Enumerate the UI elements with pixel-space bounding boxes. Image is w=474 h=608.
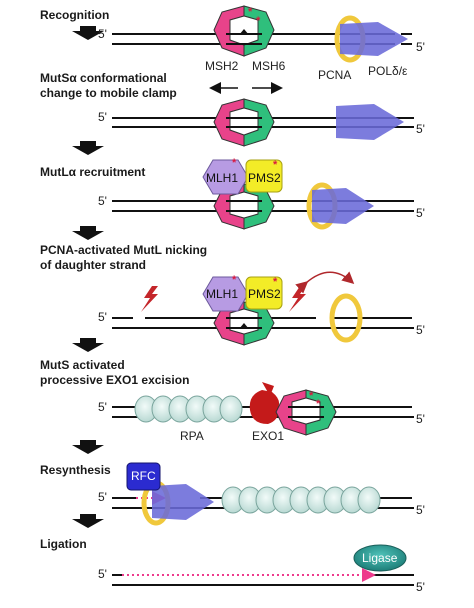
strand-label-5prime: 5': [416, 206, 425, 220]
step-title-resynthesis: Resynthesis: [40, 463, 111, 477]
down-arrow-icon: [72, 226, 104, 240]
step-title-conformational-2: change to mobile clamp: [40, 86, 177, 100]
lightning-icon: [141, 286, 158, 312]
label-ligase: Ligase: [362, 551, 398, 565]
step-title-mutl-recruitment: MutLα recruitment: [40, 165, 145, 179]
strand-label-5prime: 5': [98, 194, 107, 208]
down-arrow-icon: [72, 338, 104, 352]
polymerase-shape: [340, 22, 408, 56]
strand-label-5prime: 5': [98, 490, 107, 504]
asterisk-mark-icon: *: [273, 276, 278, 288]
msh2-msh6-clamp: [213, 98, 275, 147]
ligase-shape: [353, 544, 407, 572]
down-arrow-icon: [72, 141, 104, 155]
dna-duplex-7: [112, 574, 414, 586]
down-arrow-icon: [72, 26, 104, 40]
label-pms2: PMS2: [248, 287, 281, 301]
mlh1-shape: [202, 276, 249, 312]
asterisk-mark-icon: *: [316, 398, 321, 410]
polymerase-shape: [152, 484, 214, 520]
label-rpa: RPA: [180, 429, 204, 443]
asterisk-mark-icon: *: [232, 157, 237, 169]
step-title-exo1-1: MutS activated: [40, 358, 125, 372]
msh2-msh6-clamp: [213, 183, 275, 230]
strand-label-5prime: 5': [98, 27, 107, 41]
polymerase-shape: [336, 104, 404, 140]
label-msh6: MSH6: [252, 59, 286, 73]
pms2-shape: [245, 276, 283, 310]
step-title-exo1-2: processive EXO1 excision: [40, 373, 189, 387]
msh2-msh6-clamp: [213, 5, 275, 57]
down-arrow-icon: [72, 514, 104, 528]
strand-label-5prime: 5': [98, 567, 107, 581]
msh2-msh6-clamp: [275, 389, 337, 436]
mlh1-shape: [202, 159, 249, 195]
strand-label-5prime: 5': [416, 323, 425, 337]
step-title-conformational-1: MutSα conformational: [40, 71, 167, 85]
label-pol: POLδ/ε: [368, 64, 408, 78]
strand-label-5prime: 5': [416, 40, 425, 54]
strand-label-5prime: 5': [98, 310, 107, 324]
step-title-nicking-1: PCNA-activated MutL nicking: [40, 243, 207, 257]
strand-label-5prime: 5': [416, 580, 425, 594]
rpa-chain: [221, 486, 381, 514]
label-pcna: PCNA: [318, 68, 351, 82]
rpa-chain: [134, 395, 243, 423]
asterisk-mark-icon: *: [232, 274, 237, 286]
pcna-ring: [329, 293, 363, 343]
curved-arrow-icon: [295, 271, 355, 294]
rfc-shape: [126, 462, 161, 491]
label-exo1: EXO1: [252, 429, 284, 443]
label-mlh1: MLH1: [206, 287, 238, 301]
label-rfc: RFC: [131, 469, 156, 483]
label-mlh1: MLH1: [206, 171, 238, 185]
asterisk-mark-icon: *: [248, 6, 253, 18]
strand-label-5prime: 5': [98, 110, 107, 124]
step-title-nicking-2: of daughter strand: [40, 258, 146, 272]
asterisk-mark-icon: *: [309, 390, 314, 402]
polymerase-shape: [312, 188, 374, 224]
strand-label-5prime: 5': [416, 412, 425, 426]
strand-label-5prime: 5': [98, 400, 107, 414]
asterisk-mark-icon: *: [256, 15, 261, 27]
asterisk-mark-icon: *: [273, 159, 278, 171]
step-title-ligation: Ligation: [40, 537, 87, 551]
strand-label-5prime: 5': [416, 122, 425, 136]
exo1-shape: [249, 382, 280, 424]
step-title-recognition: Recognition: [40, 8, 109, 22]
down-arrow-icon: [72, 440, 104, 454]
strand-label-5prime: 5': [416, 503, 425, 517]
pms2-shape: [245, 159, 283, 193]
label-pms2: PMS2: [248, 171, 281, 185]
lightning-icon: [289, 286, 306, 312]
label-msh2: MSH2: [205, 59, 239, 73]
